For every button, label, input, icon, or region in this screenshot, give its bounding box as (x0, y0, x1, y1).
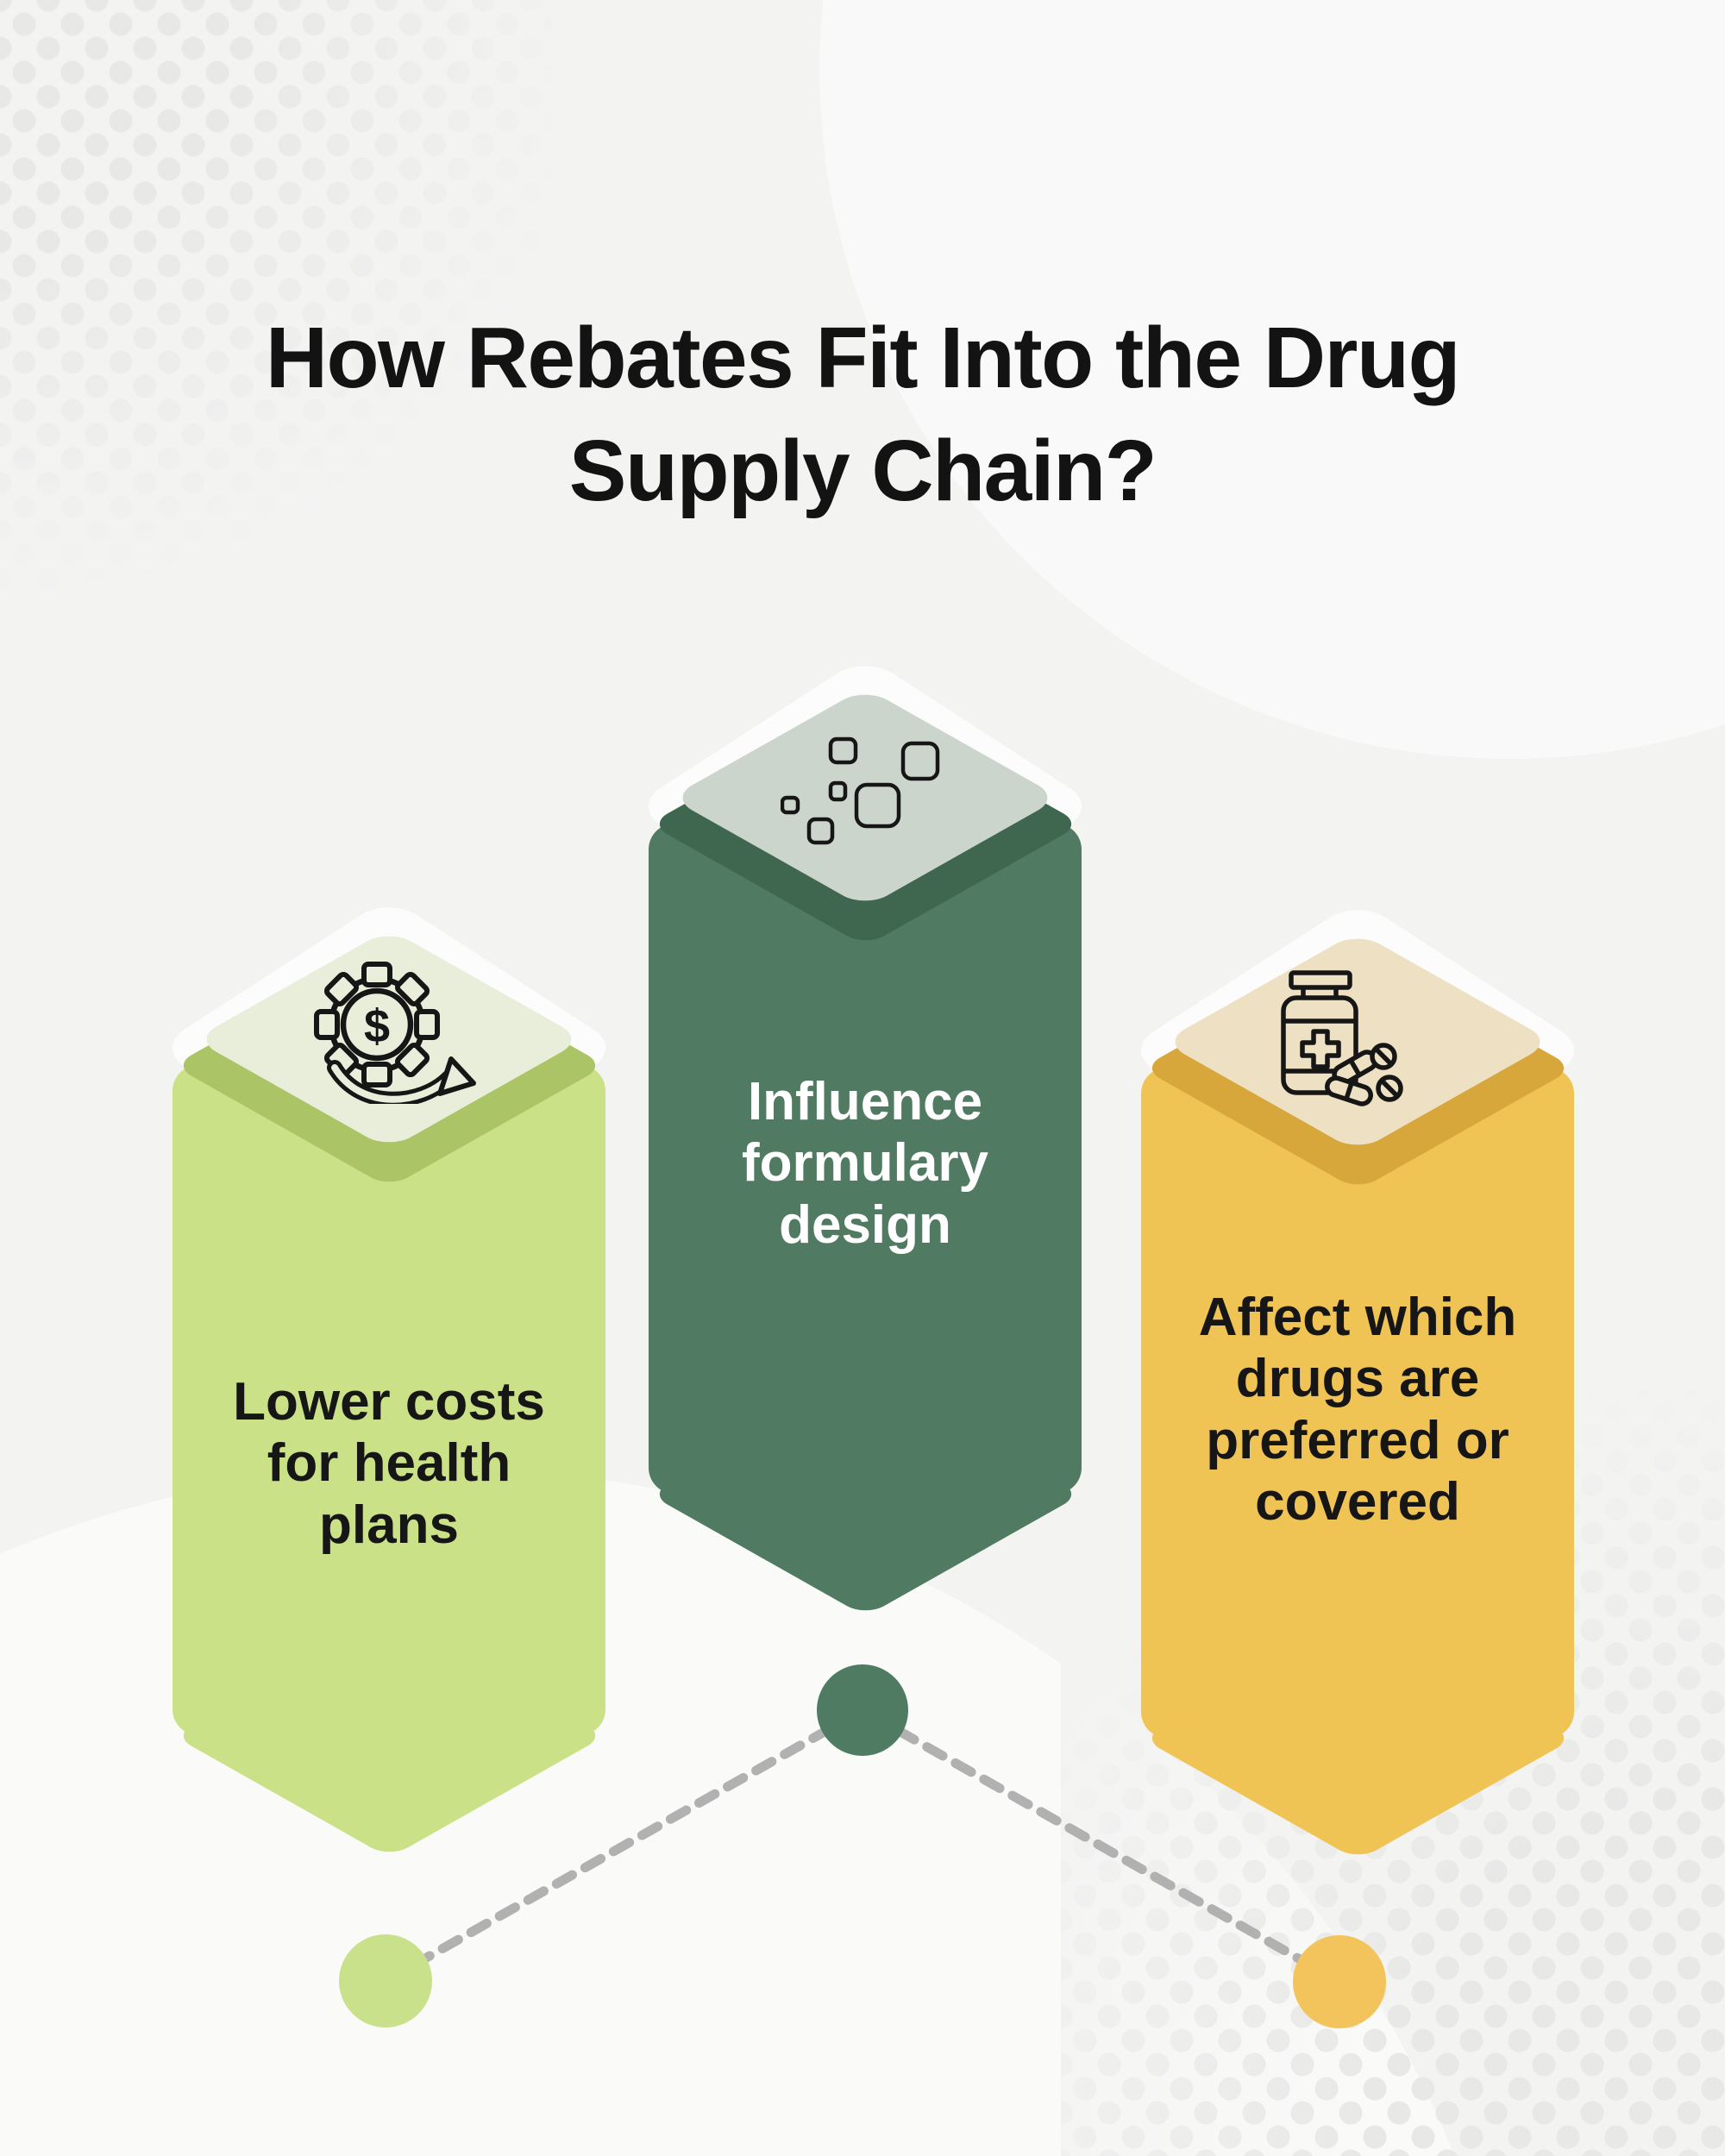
card-text: Affect which drugs are preferred or cove… (1198, 1288, 1517, 1532)
page-title: How Rebates Fit Into the Drug Supply Cha… (265, 310, 1461, 519)
card-text: Influence formulary design (742, 1072, 988, 1255)
scattered-squares-icon (781, 736, 940, 845)
halftone-dots-pattern-top-left (0, 0, 552, 604)
gear-dollar-down-arrow-icon: $ (314, 962, 476, 1104)
arrowhead (437, 1056, 476, 1096)
card-text: Lower costs for health plans (233, 1372, 545, 1555)
timeline-dot-lime (339, 1934, 432, 2028)
timeline-dot-green (817, 1664, 908, 1756)
dollar-sign: $ (364, 1000, 390, 1052)
timeline-dot-gold (1293, 1935, 1386, 2028)
dashed-connector-line (380, 1704, 1345, 1987)
halftone-fade (0, 0, 552, 604)
pill-bottle-pills-icon (1281, 970, 1403, 1106)
